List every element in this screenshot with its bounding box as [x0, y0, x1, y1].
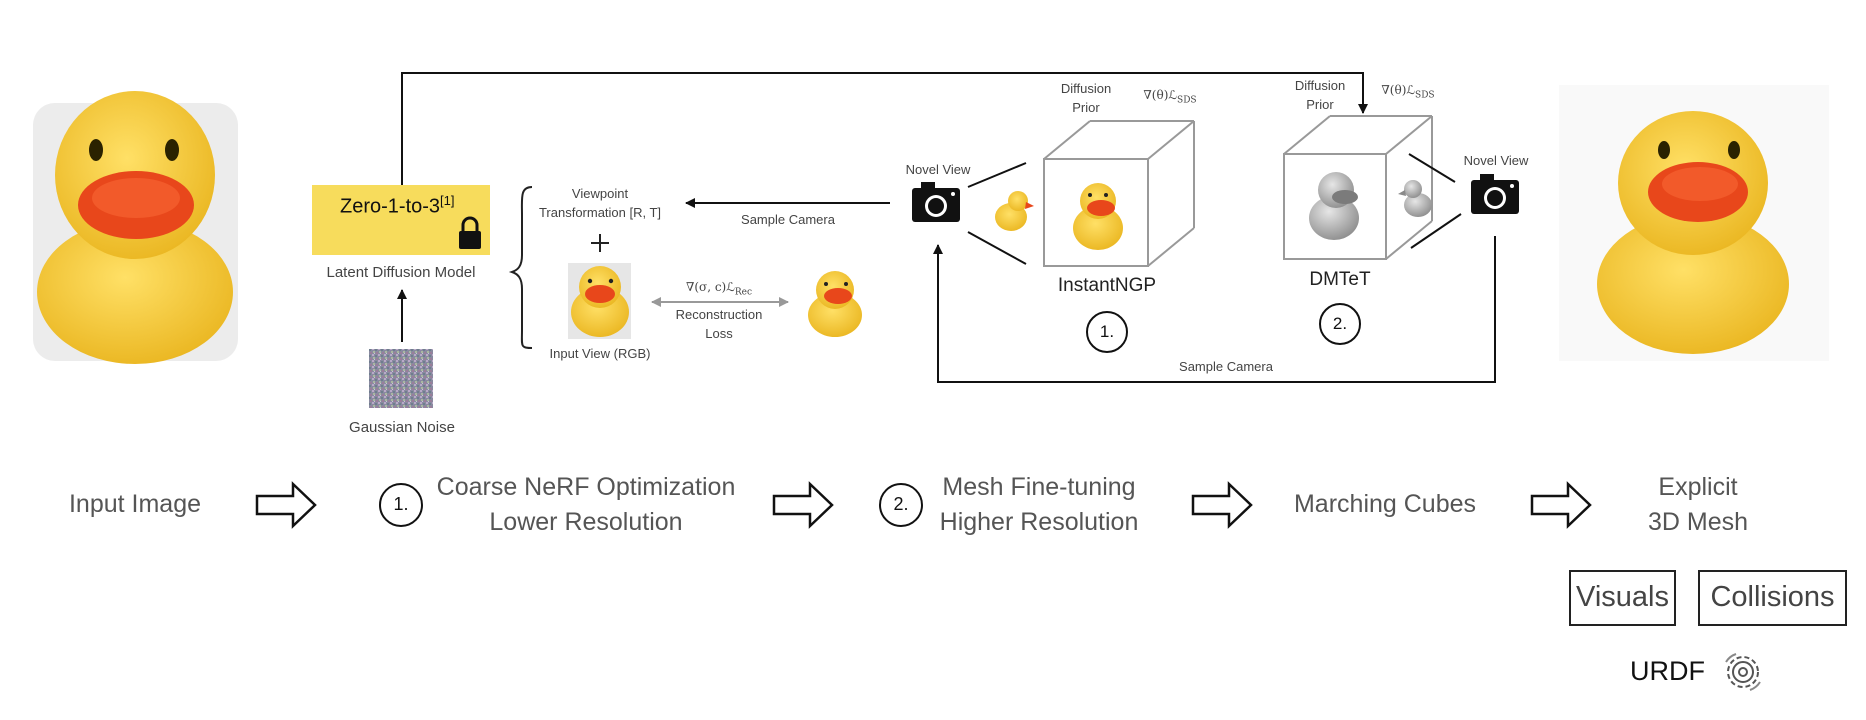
novel-view-right-label: Novel View: [1463, 153, 1529, 168]
pipeline-step1-num: 1.: [393, 494, 409, 514]
lock-icon: [459, 216, 481, 249]
dmtet-label: DMTeT: [1309, 269, 1371, 290]
stage-number-1: 1.: [1099, 322, 1115, 341]
viewpoint-line-1: Viewpoint: [571, 186, 629, 201]
hollow-arrow-icon: [1530, 481, 1592, 529]
diffusion-prior-1-label: Diffusion Prior: [1046, 79, 1126, 117]
pipeline-step2-text: Mesh Fine-tuning Higher Resolution: [924, 470, 1154, 540]
gear-icon: [1725, 653, 1761, 691]
reconstruction-gradient-text: ∇(σ, c)ℒ: [685, 280, 735, 294]
viewpoint-label: Viewpoint Transformation [R, T]: [524, 184, 676, 222]
latent-diffusion-label: Latent Diffusion Model: [326, 264, 476, 281]
zero123-label: Zero-1-to-3[1]: [340, 193, 455, 219]
pipeline-input-image: Input Image: [68, 490, 202, 518]
stage-number-2: 2.: [1332, 314, 1348, 333]
sds-1-label: ∇(θ)ℒSDS: [1122, 86, 1218, 110]
pipeline-marching-cubes: Marching Cubes: [1293, 490, 1477, 518]
input-view-label: Input View (RGB): [549, 346, 651, 361]
camera-icon: [912, 182, 960, 222]
input-view-image: [568, 263, 631, 339]
pipeline-step1-text: Coarse NeRF Optimization Lower Resolutio…: [430, 470, 742, 540]
collisions-box: Collisions: [1698, 570, 1847, 626]
feedback-line-top: [401, 72, 1368, 185]
pipeline-explicit-line1: Explicit: [1658, 473, 1738, 501]
sds-2-sub: SDS: [1415, 90, 1435, 101]
instantngp-duck: [1073, 183, 1123, 250]
diffusion-prior-1-line-1: Diffusion: [1060, 81, 1112, 96]
sds-1-sub: SDS: [1177, 95, 1197, 106]
visuals-label: Visuals: [1576, 581, 1669, 613]
pipeline-explicit-mesh: Explicit 3D Mesh: [1618, 470, 1778, 540]
pipeline-step2-num: 2.: [893, 494, 909, 514]
hollow-arrow-icon: [255, 481, 317, 529]
input-image-photo: [33, 91, 238, 364]
reconstruction-line-1: Reconstruction: [675, 307, 763, 322]
dmtet-gray-duck: [1309, 172, 1359, 240]
novel-view-left-label: Novel View: [905, 162, 971, 177]
pipeline-step2-line1: Mesh Fine-tuning: [942, 473, 1136, 501]
sds-1-grad: ∇(θ)ℒ: [1143, 88, 1178, 102]
gaussian-noise-label: Gaussian Noise: [349, 419, 455, 436]
hollow-arrow-icon: [1191, 481, 1253, 529]
sample-camera-bottom-label: Sample Camera: [1179, 359, 1273, 374]
sample-camera-top-label: Sample Camera: [741, 212, 835, 227]
gaussian-noise-image: [369, 349, 433, 408]
zero123-citation: [1]: [440, 193, 455, 208]
output-mesh-image: [1559, 85, 1829, 361]
pipeline-step2-line2: Higher Resolution: [939, 508, 1139, 536]
collisions-label: Collisions: [1710, 581, 1835, 613]
small-gray-duck: [1398, 180, 1432, 217]
visuals-box: Visuals: [1569, 570, 1676, 626]
diffusion-prior-2-line-1: Diffusion: [1294, 78, 1346, 93]
hollow-arrow-icon: [772, 481, 834, 529]
pipeline-step1-line2: Lower Resolution: [489, 508, 683, 536]
reconstruction-line-2: Loss: [705, 326, 733, 341]
brace: [508, 186, 533, 349]
pipeline-step1-line1: Coarse NeRF Optimization: [436, 473, 736, 501]
diffusion-prior-1-line-2: Prior: [1072, 100, 1100, 115]
reconstruction-gradient: ∇(σ, c)ℒRec: [660, 278, 778, 302]
feedback-line-bottom: [933, 236, 1496, 383]
diffusion-prior-2-line-2: Prior: [1306, 97, 1334, 112]
pipeline-explicit-line2: 3D Mesh: [1647, 508, 1749, 536]
instantngp-label: InstantNGP: [1057, 275, 1157, 296]
reconstruction-loss-label: Reconstruction Loss: [660, 305, 778, 343]
diffusion-prior-2-label: Diffusion Prior: [1280, 76, 1360, 114]
reconstruction-gradient-sub: Rec: [734, 287, 753, 298]
rendered-duck-image: [808, 271, 862, 337]
sds-2-grad: ∇(θ)ℒ: [1381, 83, 1416, 97]
sds-2-label: ∇(θ)ℒSDS: [1360, 81, 1456, 105]
viewpoint-line-2: Transformation [R, T]: [538, 205, 662, 220]
urdf-label: URDF: [1630, 656, 1705, 686]
instantngp-cube: [1043, 120, 1195, 267]
camera-icon: [1471, 174, 1519, 214]
zero123-title: Zero-1-to-3: [340, 195, 441, 218]
small-duck-render: [995, 191, 1034, 231]
